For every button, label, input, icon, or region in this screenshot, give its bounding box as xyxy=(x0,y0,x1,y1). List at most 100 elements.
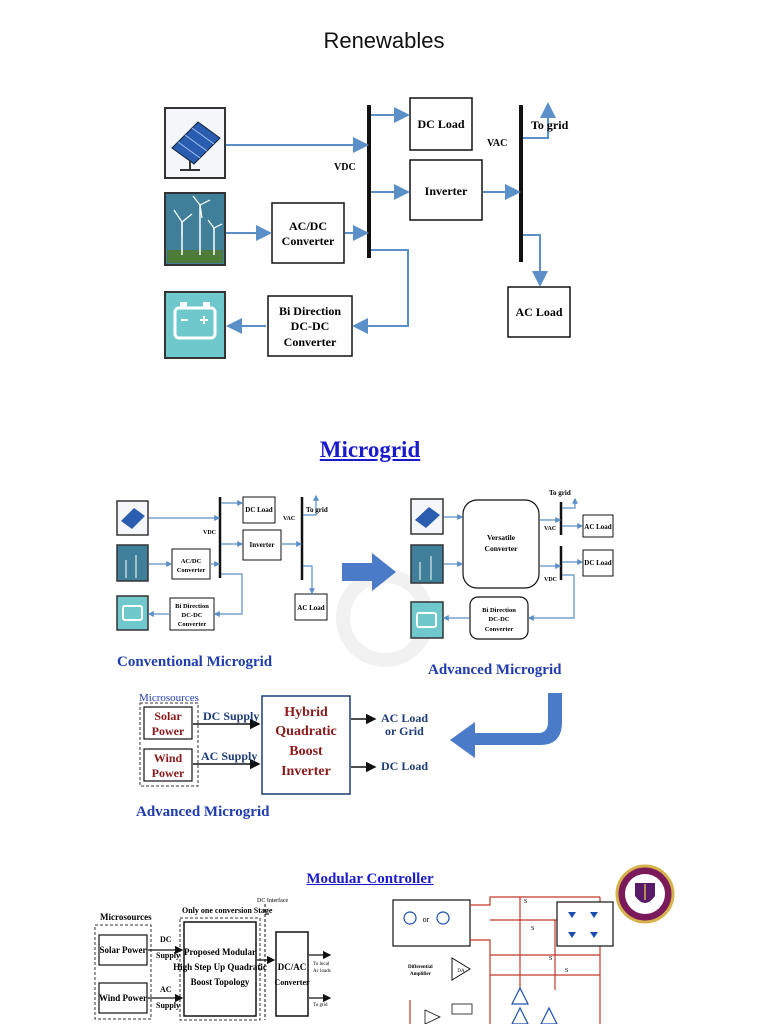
diff-amp-label-2: Amplifier xyxy=(410,972,432,977)
da-label: DA xyxy=(457,969,465,974)
to-local-label-2: Ac loads xyxy=(313,969,331,974)
modular-microsources-group xyxy=(94,924,152,1020)
conv-bidir-label-3: Converter xyxy=(178,621,207,628)
hybrid-label-4: Inverter xyxy=(281,764,331,779)
acdc-converter-box xyxy=(271,202,345,264)
dcac-label-1: DC/AC xyxy=(278,962,307,972)
conv-acdc-label-1: AC/DC xyxy=(181,558,202,565)
battery-icon xyxy=(164,291,226,359)
wind-turbine-icon xyxy=(164,192,226,266)
advanced-microgrid-diagram: Versatile Converter Bi Direction DC-DC C… xyxy=(410,489,614,640)
conv-ac-load-label: AC Load xyxy=(297,604,325,612)
acbus-to-grid-line xyxy=(523,102,556,139)
adv-vdc-label: VDC xyxy=(544,577,557,583)
modular-dc-label-2: Supply xyxy=(156,951,180,960)
solar-label-2: Power xyxy=(152,724,185,738)
dc-interface-label: DC Interface xyxy=(257,897,288,904)
bidirectional-converter-box xyxy=(267,295,353,357)
conv-bidir-label-1: Bi Direction xyxy=(175,603,209,610)
topology-label-2: High Step Up Quadratic xyxy=(173,962,267,972)
hybrid-ac-load-label-1: AC Load xyxy=(381,711,428,725)
modular-ac-label-2: Supply xyxy=(156,1001,180,1010)
dc-load-label: DC Load xyxy=(417,117,464,131)
solar-panel-icon xyxy=(164,107,226,179)
modular-to-grid-label: To grid xyxy=(313,1003,328,1008)
bridge-box xyxy=(556,901,614,947)
adv-bidir-label-1: Bi Direction xyxy=(482,607,516,614)
adv-dc-load-label: DC Load xyxy=(584,559,612,567)
or-label: or xyxy=(423,915,430,924)
transition-arrow-right xyxy=(342,553,396,591)
modular-block-diagram: Microsources Solar Power Wind Power DC S… xyxy=(94,897,332,1021)
conv-to-grid-label: To grid xyxy=(306,506,328,514)
page-title-renewables: Renewables xyxy=(323,28,445,53)
hybrid-quadratic-box xyxy=(261,695,351,795)
switch-s1-label: S xyxy=(524,899,527,905)
inverter-label: Inverter xyxy=(425,184,468,198)
microgrid-title: Microgrid xyxy=(319,437,421,462)
dcac-converter-box xyxy=(275,931,309,1017)
conv-vac-label: VAC xyxy=(283,516,295,522)
modular-ac-label-1: AC xyxy=(160,985,172,994)
to-grid-label: To grid xyxy=(531,118,569,132)
topology-label-3: Boost Topology xyxy=(191,977,250,987)
microsources-group xyxy=(139,702,199,787)
dcac-label-2: Converter xyxy=(274,978,310,987)
conv-inverter-label: Inverter xyxy=(250,541,275,549)
switch-s2-label: S xyxy=(531,926,534,932)
ac-supply-label: AC Supply xyxy=(201,749,257,763)
modular-solar-label: Solar Power xyxy=(99,945,146,955)
dc-supply-label: DC Supply xyxy=(203,709,259,723)
adv-ac-load-label: AC Load xyxy=(584,523,612,531)
switch-s4-label: S xyxy=(565,968,568,974)
to-local-label-1: To local xyxy=(313,962,330,967)
return-arrow-curved xyxy=(450,693,562,758)
bidir-label-2: DC-DC xyxy=(291,319,330,333)
versatile-label-2: Converter xyxy=(485,544,519,553)
hybrid-dc-load-label: DC Load xyxy=(381,759,428,773)
hybrid-label-1: Hybrid xyxy=(284,705,328,720)
advanced-microgrid-caption: Advanced Microgrid xyxy=(428,662,562,678)
diff-amp-label-1: Differential xyxy=(408,965,433,970)
hybrid-label-2: Quadratic xyxy=(275,724,336,739)
bus-to-bidir-line xyxy=(352,249,409,334)
adv-bidir-label-3: Converter xyxy=(485,626,514,633)
microsources-label: Microsources xyxy=(139,692,199,704)
controller-circuit-diagram: or DA Differential Amplifier S S S S xyxy=(392,896,614,1024)
wind-turbine-icon xyxy=(410,544,444,584)
modular-microsources-label: Microsources xyxy=(100,912,152,922)
university-seal-logo xyxy=(615,864,675,924)
solar-label-1: Solar xyxy=(154,709,182,723)
conv-bidir-label-2: DC-DC xyxy=(182,612,203,619)
hybrid-ac-load-label-2: or Grid xyxy=(385,724,424,738)
acdc-label-1: AC/DC xyxy=(289,219,327,233)
dc-load-box xyxy=(409,97,473,151)
wind-power-box xyxy=(143,748,193,782)
differential-amplifier-symbol xyxy=(451,957,471,981)
wind-turbine-icon xyxy=(116,544,149,582)
modular-wind-box xyxy=(98,982,148,1014)
acbus-to-acload-line xyxy=(523,234,548,287)
source-box xyxy=(392,899,471,947)
vac-label: VAC xyxy=(487,138,507,149)
conv-vdc-label: VDC xyxy=(203,530,216,536)
wind-label-2: Power xyxy=(152,766,185,780)
hybrid-inverter-diagram: Microsources Solar Power Wind Power DC S… xyxy=(139,692,428,795)
modular-solar-box xyxy=(98,934,148,966)
adv-vac-label: VAC xyxy=(544,526,556,532)
conv-acdc-label-2: Converter xyxy=(177,567,206,574)
modular-topology-box xyxy=(183,921,257,1017)
acdc-label-2: Converter xyxy=(282,234,335,248)
bidir-label-3: Converter xyxy=(284,335,337,349)
adv-to-grid-label: To grid xyxy=(549,489,571,497)
inverter-box xyxy=(409,159,483,221)
conventional-microgrid-diagram: DC Load Inverter AC/DC Converter Bi Dire… xyxy=(116,494,328,631)
adv-bidir-label-2: DC-DC xyxy=(489,616,510,623)
ac-load-label: AC Load xyxy=(515,305,562,319)
modular-dc-label-1: DC xyxy=(160,935,172,944)
switch-s3-label: S xyxy=(549,956,552,962)
conv-dc-load-label: DC Load xyxy=(245,506,273,514)
conversion-stage-group xyxy=(179,917,261,1021)
